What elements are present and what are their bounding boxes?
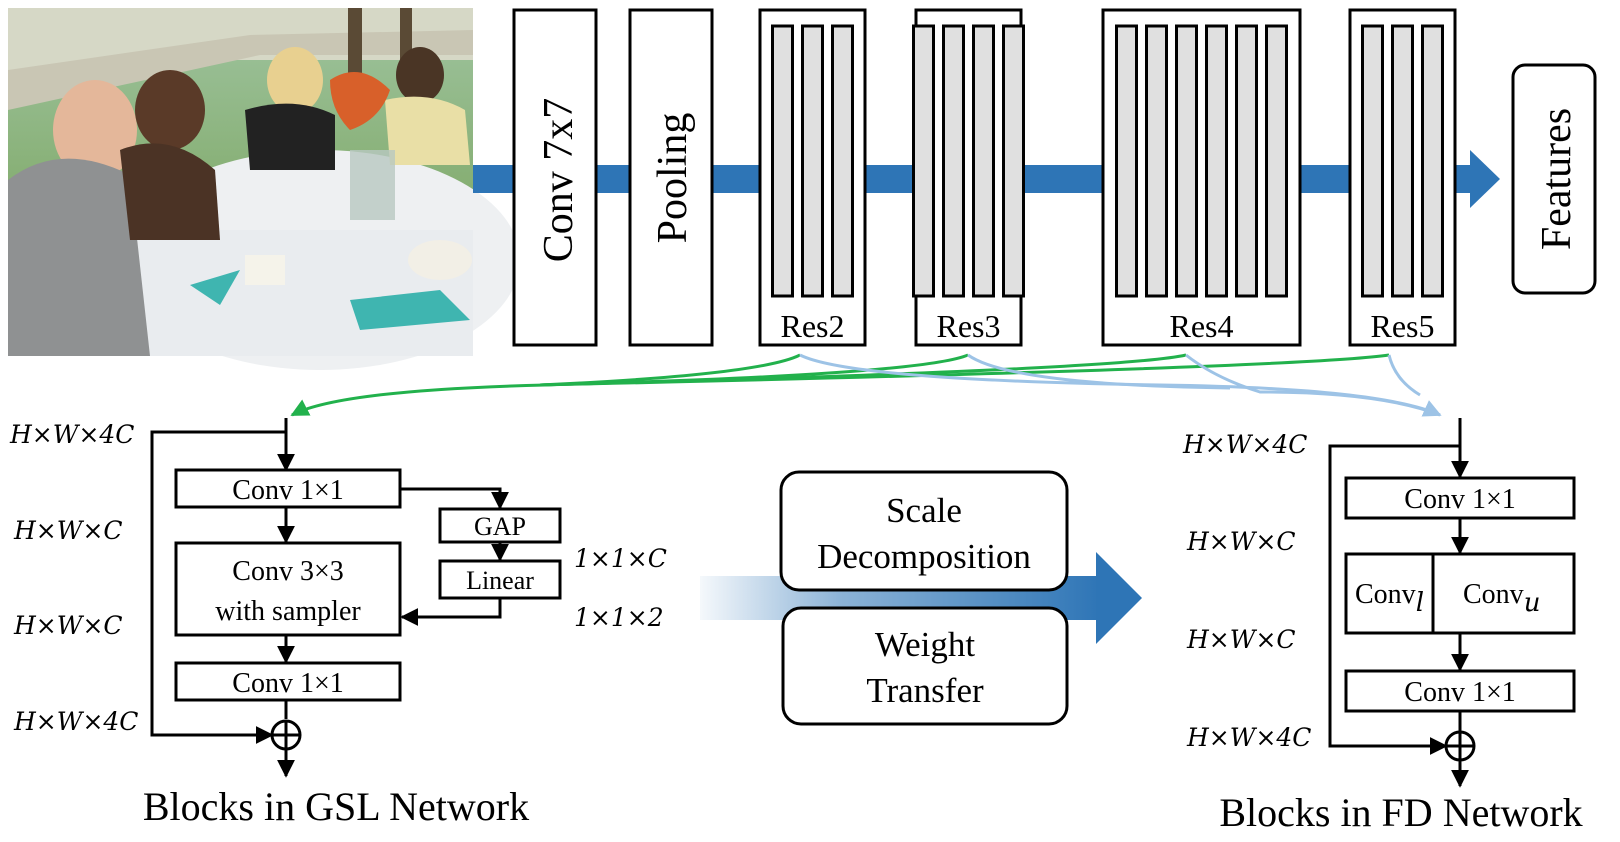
res-stage-res4: Res4 bbox=[1101, 8, 1302, 347]
res-stages: Res2 Res3 Res4 Res5 bbox=[758, 8, 1457, 347]
res-block-bar bbox=[1391, 24, 1414, 298]
weight-transfer-box bbox=[781, 606, 1069, 726]
conv7x7-block: Conv 7x7 bbox=[512, 8, 598, 347]
gsl-linear-out-dim: 1×1×2 bbox=[574, 603, 664, 632]
transfer-block: Scale Decomposition Weight Transfer bbox=[700, 470, 1142, 726]
res-block-bar bbox=[1145, 24, 1168, 298]
fd-dim-in: H×W×4C bbox=[1182, 430, 1307, 459]
gsl-linear-box bbox=[438, 559, 562, 600]
gsl-conv3-label-2: with sampler bbox=[215, 596, 361, 627]
gsl-conv1-label: Conv 1×1 bbox=[232, 475, 343, 506]
fd-block: H×W×4C H×W×C H×W×C H×W×4C Conv 1×1 Convl… bbox=[1182, 418, 1583, 835]
gsl-conv3-box bbox=[174, 541, 402, 637]
res-block-bar bbox=[1361, 24, 1384, 298]
conv7x7-label: Conv 7x7 bbox=[536, 98, 582, 263]
fd-connection bbox=[799, 353, 1442, 417]
res-stage-res2: Res2 bbox=[758, 8, 867, 347]
res-stage-res5: Res5 bbox=[1348, 8, 1457, 347]
gsl-linear-label: Linear bbox=[466, 566, 534, 595]
gsl-dim-mid1: H×W×C bbox=[13, 516, 123, 545]
pooling-label: Pooling bbox=[650, 113, 696, 244]
gsl-add-icon bbox=[270, 719, 302, 751]
scale-label-1: Scale bbox=[886, 491, 962, 530]
gsl-conv1-box bbox=[174, 468, 402, 509]
res-block-bar bbox=[1175, 24, 1198, 298]
fd-dim-mid1: H×W×C bbox=[1186, 527, 1296, 556]
pooling-block: Pooling bbox=[628, 8, 714, 347]
fd-conv1-label: Conv 1×1 bbox=[1404, 484, 1515, 515]
res-block-bar bbox=[801, 24, 824, 298]
features-block: Features bbox=[1511, 63, 1597, 295]
scale-label-2: Decomposition bbox=[817, 537, 1031, 576]
res-stage-label: Res2 bbox=[781, 308, 845, 344]
gsl-gap-box bbox=[438, 507, 562, 544]
gsl-block: H×W×4C H×W×C H×W×C H×W×4C Conv 1×1 Conv … bbox=[9, 418, 667, 829]
gsl-dim-in: H×W×4C bbox=[9, 420, 134, 449]
res-block-bar bbox=[1205, 24, 1228, 298]
res-block-bar bbox=[771, 24, 794, 298]
fd-conv1b-label: Conv 1×1 bbox=[1404, 677, 1515, 708]
fd-dim-mid2: H×W×C bbox=[1186, 625, 1296, 654]
gsl-gap-label: GAP bbox=[474, 512, 526, 541]
weight-label-1: Weight bbox=[875, 625, 975, 664]
res-block-bar bbox=[942, 24, 965, 298]
res-block-bar bbox=[972, 24, 995, 298]
gsl-dim-mid2: H×W×C bbox=[13, 611, 123, 640]
gsl-connection bbox=[290, 353, 1390, 417]
gsl-caption: Blocks in GSL Network bbox=[143, 784, 529, 829]
res-block-bar bbox=[831, 24, 854, 298]
res-block-bar bbox=[1421, 24, 1444, 298]
res-block-bar bbox=[1115, 24, 1138, 298]
gsl-gap-out-dim: 1×1×C bbox=[574, 544, 667, 573]
features-label: Features bbox=[1534, 108, 1580, 250]
res-block-bar bbox=[912, 24, 935, 298]
fd-caption: Blocks in FD Network bbox=[1219, 790, 1582, 835]
gsl-conv3-label-1: Conv 3×3 bbox=[232, 556, 343, 587]
res-stage-label: Res5 bbox=[1371, 308, 1435, 344]
input-photo bbox=[8, 8, 520, 370]
gsl-dim-out: H×W×4C bbox=[13, 707, 138, 736]
fd-conv1b-box bbox=[1344, 669, 1576, 713]
res-block-bar bbox=[1265, 24, 1288, 298]
fd-add-icon bbox=[1444, 730, 1476, 762]
gsl-conv1b-box bbox=[174, 661, 402, 702]
fd-conv-u-label: Convu bbox=[1463, 579, 1540, 618]
weight-label-2: Transfer bbox=[866, 671, 984, 710]
scale-decomposition-box bbox=[779, 470, 1069, 592]
res-stage-label: Res3 bbox=[937, 308, 1001, 344]
res-stage-label: Res4 bbox=[1170, 308, 1234, 344]
res-stage-res3: Res3 bbox=[912, 8, 1025, 347]
fd-split-conv-box bbox=[1344, 552, 1576, 635]
res-block-bar bbox=[1002, 24, 1025, 298]
res-block-bar bbox=[1235, 24, 1258, 298]
gsl-conv1b-label: Conv 1×1 bbox=[232, 668, 343, 699]
fd-conv1-box bbox=[1344, 476, 1576, 520]
fd-dim-out: H×W×4C bbox=[1186, 723, 1311, 752]
fd-conv-l-label: Convl bbox=[1355, 579, 1424, 618]
